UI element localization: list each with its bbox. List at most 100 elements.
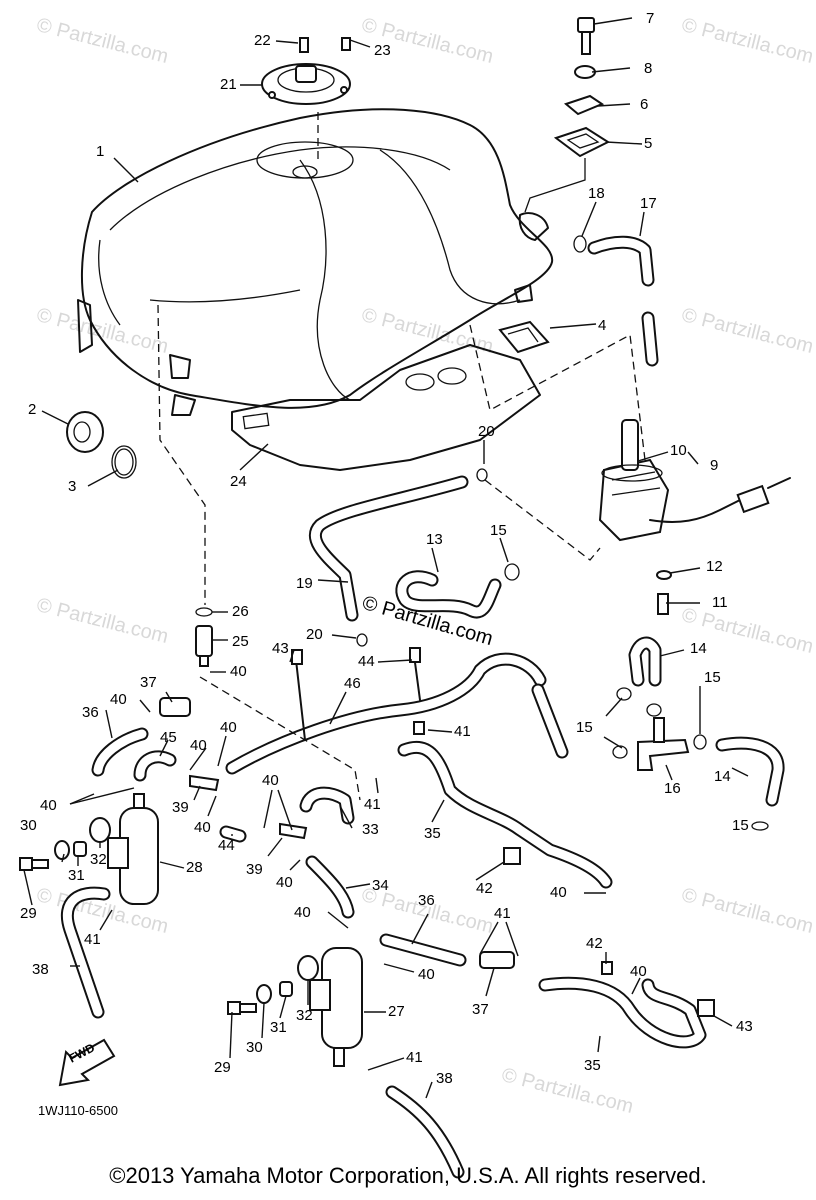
bolt-29 — [19, 857, 257, 1015]
valve-25 — [195, 625, 213, 667]
clip-3 — [111, 445, 137, 479]
phantom-line — [199, 676, 361, 801]
callout-34: 34 — [372, 877, 389, 894]
callout-6: 6 — [640, 96, 649, 113]
bolt-11 — [657, 593, 669, 615]
clamp-43 — [503, 847, 715, 1017]
collar-31 — [73, 841, 293, 997]
callout-12: 12 — [706, 558, 723, 575]
callout-41: 41 — [494, 905, 511, 922]
leader-lines — [23, 17, 749, 1099]
callout-14: 14 — [714, 768, 731, 785]
callout-46: 45 — [160, 729, 177, 746]
callout-31: 31 — [68, 867, 85, 884]
callout-32: 32 — [296, 1007, 313, 1024]
tank-bottom-plate — [231, 344, 541, 471]
hose-34 — [305, 855, 355, 919]
bolt-7 — [577, 17, 595, 55]
fuel-cap — [261, 63, 351, 105]
hose-46 — [133, 750, 177, 782]
o-ring-26 — [195, 607, 213, 617]
fuel-cock-9 — [598, 419, 791, 542]
callout-40: 40 — [194, 819, 211, 836]
hose-19 — [308, 475, 469, 622]
forward-arrow-icon — [58, 1038, 116, 1087]
canister-27 — [309, 947, 363, 1067]
callout-2: 2 — [28, 401, 37, 418]
callout-25: 25 — [232, 633, 249, 650]
clip-15 — [504, 563, 769, 831]
joint-16 — [637, 717, 690, 771]
hose-38-lower — [385, 1085, 465, 1179]
damper-4 — [498, 320, 550, 354]
joint-39 — [189, 774, 308, 840]
callout-15: 15 — [732, 817, 749, 834]
cap-screw-23 — [341, 37, 351, 51]
callout-15: 15 — [576, 719, 593, 736]
callout-15: 15 — [490, 522, 507, 539]
washer-30 — [54, 840, 272, 1004]
drawing-code: 1WJ110-6500 — [38, 1103, 118, 1118]
joint-37 — [159, 697, 515, 969]
callout-40: 40 — [220, 719, 237, 736]
callout-40: 40 — [294, 904, 311, 921]
callout-35: 35 — [584, 1057, 601, 1074]
hose-36-lower — [379, 933, 467, 967]
callout-37: 37 — [140, 674, 157, 691]
callout-40: 40 — [550, 884, 567, 901]
clamp-42 — [413, 721, 613, 975]
callout-38: 38 — [32, 961, 49, 978]
callout-42: 41 — [454, 723, 471, 740]
callout-30: 30 — [246, 1039, 263, 1056]
callout-27: 27 — [388, 1003, 405, 1020]
callout-40: 40 — [190, 737, 207, 754]
callout-24: 24 — [230, 473, 247, 490]
callout-8: 8 — [644, 60, 653, 77]
hose-47 — [225, 652, 569, 775]
callout-14: 14 — [690, 640, 707, 657]
phantom-line — [469, 324, 646, 461]
callout-37: 37 — [472, 1001, 489, 1018]
callout-1: 1 — [96, 143, 105, 160]
callout-17: 17 — [640, 195, 657, 212]
callout-44: 43 — [272, 640, 289, 657]
callout-16: 16 — [664, 780, 681, 797]
callout-47: 46 — [344, 675, 361, 692]
drain-cock-2 — [66, 411, 104, 453]
callout-41: 41 — [364, 796, 381, 813]
callout-36: 36 — [418, 892, 435, 909]
callout-15: 15 — [704, 669, 721, 686]
callout-23: 23 — [374, 42, 391, 59]
callout-35: 35 — [424, 825, 441, 842]
callout-41: 41 — [406, 1049, 423, 1066]
callout-30: 30 — [20, 817, 37, 834]
washer-12 — [656, 570, 672, 580]
callout-42: 42 — [586, 935, 603, 952]
callout-3: 3 — [68, 478, 77, 495]
hose-35-upper — [397, 740, 613, 889]
callout-13: 13 — [426, 531, 443, 548]
callout-20: 20 — [306, 626, 323, 643]
phantom-line — [484, 479, 601, 561]
callout-10: 10 — [670, 442, 687, 459]
callout-20: 20 — [478, 423, 495, 440]
callout-40: 40 — [418, 966, 435, 983]
callout-40: 40 — [262, 772, 279, 789]
hose-13 — [395, 570, 502, 619]
callout-44: 44 — [358, 653, 375, 670]
callout-41: 41 — [84, 931, 101, 948]
fuel-filter-10 — [601, 464, 663, 482]
canister-28 — [107, 793, 159, 905]
callout-19: 19 — [296, 575, 313, 592]
callout-7: 7 — [646, 10, 655, 27]
callout-41: 40 — [110, 691, 127, 708]
callout-40: 40 — [40, 797, 57, 814]
callout-28: 28 — [186, 859, 203, 876]
hose-35-lower — [538, 976, 707, 1049]
callout-33: 33 — [362, 821, 379, 838]
clip-18 — [573, 235, 587, 253]
callout-4: 4 — [598, 317, 607, 334]
hose-45 — [219, 825, 247, 843]
callout-5: 5 — [644, 135, 653, 152]
